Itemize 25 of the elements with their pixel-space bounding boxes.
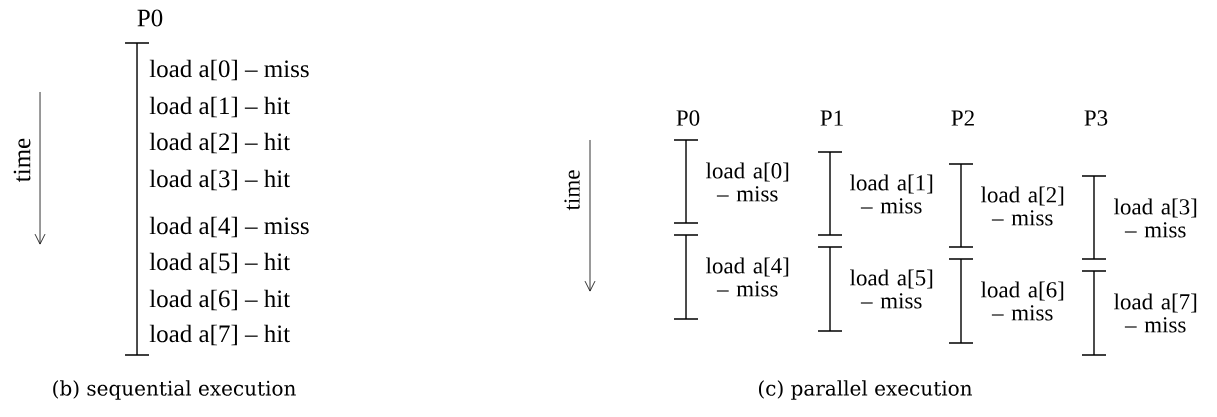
process-label: P3 — [1084, 110, 1108, 126]
load-label: load a[6] – hit — [149, 289, 290, 311]
load-label: load a[4] – miss — [149, 216, 309, 238]
load-label: load a[3] – miss — [1114, 198, 1197, 238]
load-label: load a[2] – hit — [149, 132, 290, 154]
load-label: load a[5] – hit — [149, 252, 290, 274]
time-label: time — [564, 170, 580, 211]
load-label: load a[7] – miss — [1114, 293, 1197, 333]
caption: (c) parallel execution — [759, 380, 972, 400]
process-label: P0 — [137, 9, 163, 27]
load-label: load a[4] – miss — [706, 257, 789, 297]
load-label: load a[7] – hit — [149, 324, 290, 346]
load-label: load a[6] – miss — [981, 281, 1064, 321]
load-label: load a[5] – miss — [850, 269, 933, 309]
load-label: load a[1] – hit — [149, 96, 290, 118]
load-label: load a[1] – miss — [850, 174, 933, 214]
load-label: load a[0] – miss — [706, 162, 789, 202]
process-label: P2 — [951, 110, 974, 126]
process-label: P0 — [676, 110, 700, 126]
time-label: time — [13, 138, 31, 182]
load-label: load a[2] – miss — [981, 186, 1064, 226]
caption: (b) sequential execution — [53, 380, 296, 400]
process-label: P1 — [820, 110, 843, 126]
load-label: load a[0] – miss — [149, 59, 309, 81]
load-label: load a[3] – hit — [149, 169, 290, 191]
